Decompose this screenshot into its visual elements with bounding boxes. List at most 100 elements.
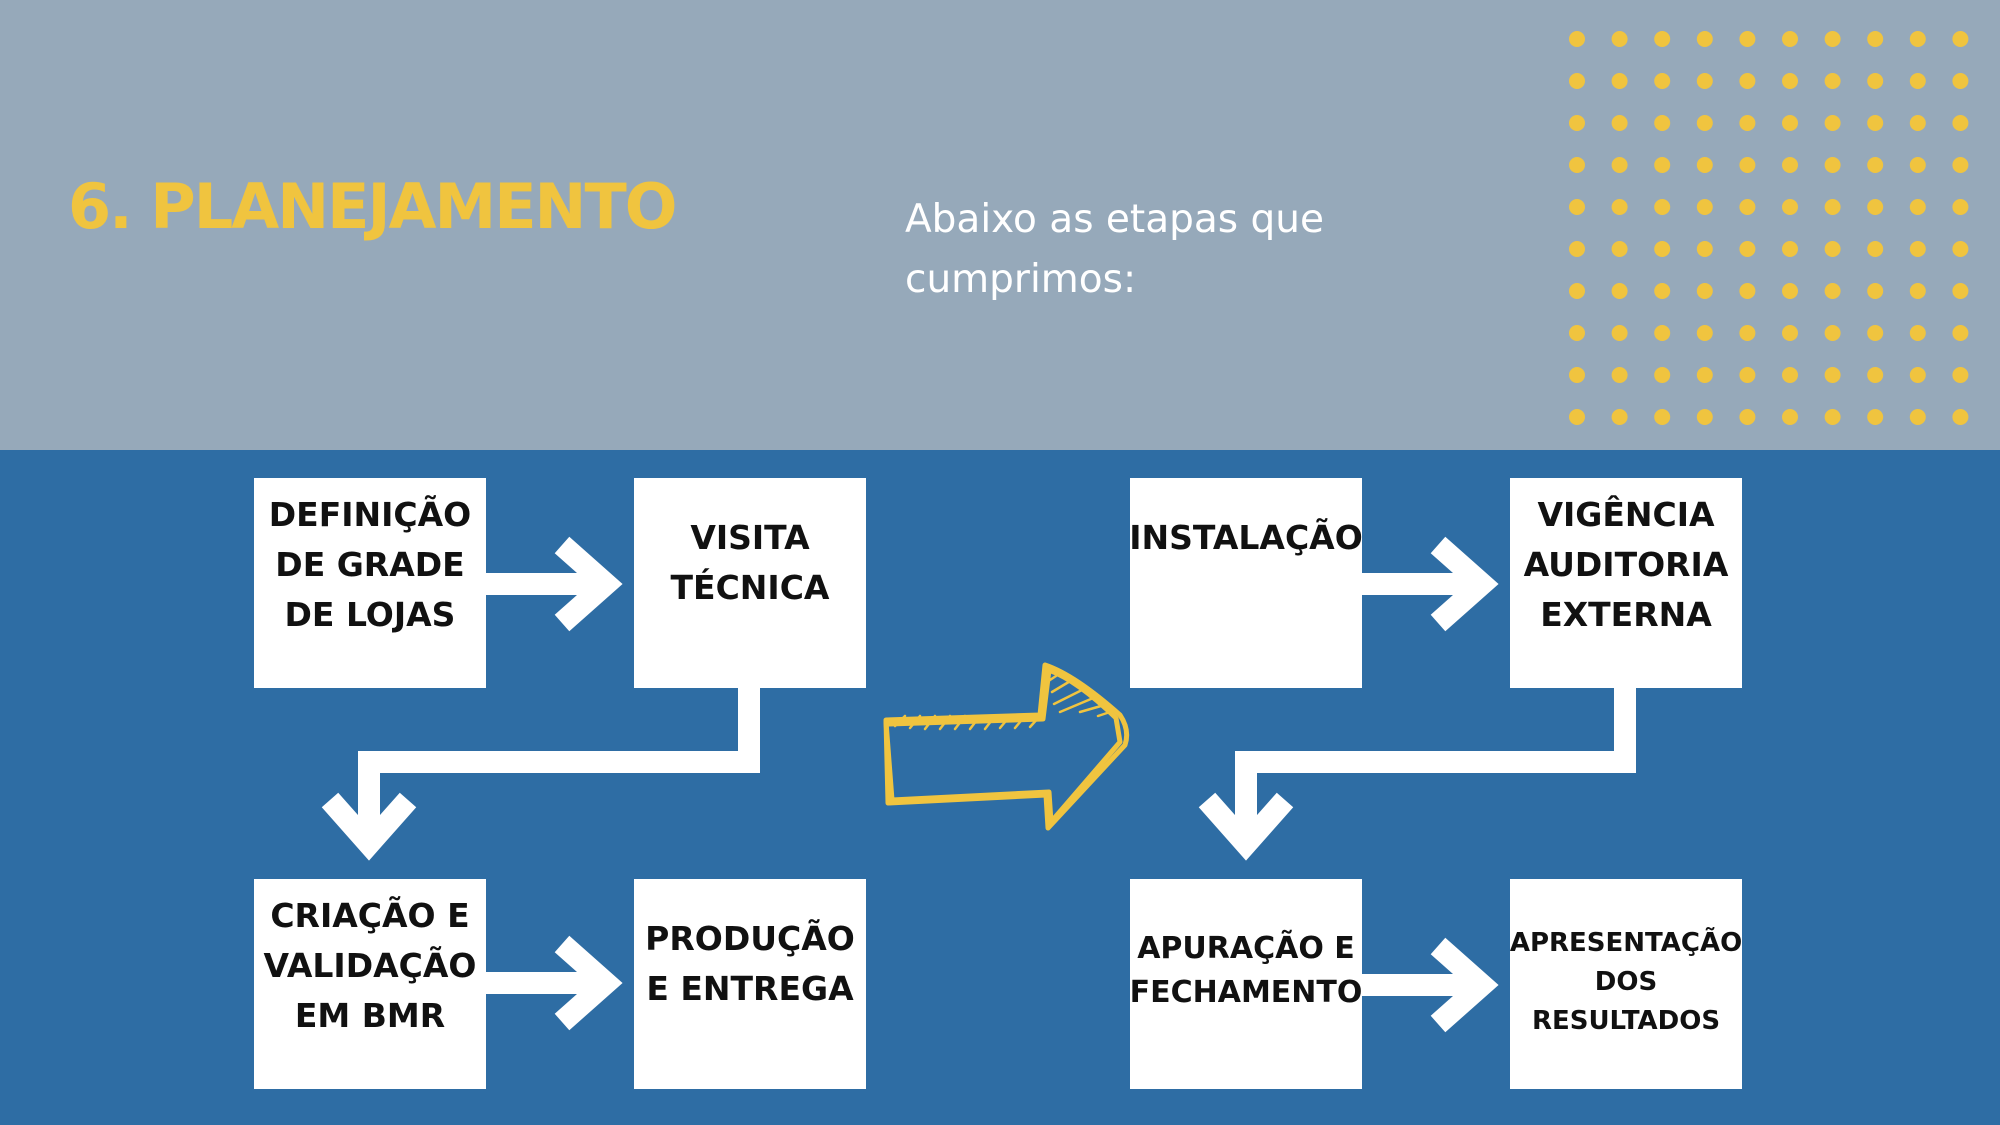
- decorative-dot: [1952, 325, 1969, 341]
- step-label: INSTALAÇÃO: [1129, 518, 1363, 557]
- decorative-dot: [1867, 283, 1884, 299]
- decorative-dot: [1782, 157, 1798, 173]
- decorative-dot: [1782, 325, 1798, 341]
- decorative-dot: [1867, 31, 1884, 47]
- decorative-dot: [1782, 73, 1798, 89]
- decorative-dot: [1739, 409, 1756, 425]
- decorative-dot: [1654, 157, 1671, 173]
- decorative-dot: [1824, 157, 1841, 173]
- decorative-dot: [1739, 283, 1756, 299]
- dot-grid-decoration: [1569, 31, 1969, 425]
- decorative-dot: [1867, 367, 1884, 383]
- step-label: PRODUÇÃO E ENTREGA: [645, 919, 855, 1008]
- step-label: VIGÊNCIA AUDITORIA EXTERNA: [1523, 495, 1729, 634]
- decorative-dot: [1569, 115, 1585, 131]
- decorative-dot: [1696, 31, 1713, 47]
- decorative-dot: [1569, 241, 1585, 257]
- decorative-dot: [1569, 283, 1585, 299]
- decorative-dot: [1611, 325, 1628, 341]
- decorative-dot: [1739, 73, 1756, 89]
- decorative-dot: [1824, 73, 1841, 89]
- decorative-dot: [1654, 283, 1671, 299]
- decorative-dot: [1909, 157, 1926, 173]
- decorative-dot: [1654, 409, 1671, 425]
- decorative-dot: [1867, 199, 1884, 215]
- decorative-dot: [1611, 73, 1628, 89]
- decorative-dot: [1611, 241, 1628, 257]
- step-criacao-validacao-bmr: CRIAÇÃO E VALIDAÇÃO EM BMR: [254, 879, 486, 1089]
- decorative-dot: [1739, 31, 1756, 47]
- decorative-dot: [1696, 241, 1713, 257]
- step-label: CRIAÇÃO E VALIDAÇÃO EM BMR: [263, 896, 477, 1035]
- decorative-dot: [1654, 31, 1671, 47]
- decorative-dot: [1611, 367, 1628, 383]
- decorative-dot: [1696, 73, 1713, 89]
- step-label: VISITA TÉCNICA: [670, 518, 830, 607]
- decorative-dot: [1867, 241, 1884, 257]
- decorative-dot: [1909, 199, 1926, 215]
- decorative-dot: [1867, 409, 1884, 425]
- decorative-dot: [1654, 367, 1671, 383]
- decorative-dot: [1611, 283, 1628, 299]
- decorative-dot: [1654, 199, 1671, 215]
- decorative-dot: [1654, 73, 1671, 89]
- decorative-dot: [1782, 199, 1798, 215]
- decorative-dot: [1611, 115, 1628, 131]
- arrow-right-icon: [486, 935, 623, 1031]
- decorative-dot: [1824, 325, 1841, 341]
- decorative-dot: [1782, 241, 1798, 257]
- decorative-dot: [1952, 199, 1969, 215]
- decorative-dot: [1824, 199, 1841, 215]
- decorative-dot: [1952, 241, 1969, 257]
- arrow-down-connector-left: [321, 688, 760, 861]
- arrow-right-icon: [1362, 937, 1499, 1033]
- decorative-dot: [1696, 115, 1713, 131]
- step-label: APRESENTAÇÃO DOS RESULTADOS: [1509, 928, 1743, 1036]
- decorative-dot: [1952, 115, 1969, 131]
- step-apresentacao-resultados: APRESENTAÇÃO DOS RESULTADOS: [1510, 879, 1742, 1089]
- decorative-dot: [1654, 325, 1671, 341]
- decorative-dot: [1782, 115, 1798, 131]
- decorative-dot: [1654, 115, 1671, 131]
- decorative-dot: [1569, 31, 1585, 47]
- arrow-right-icon: [1362, 536, 1499, 632]
- decorative-dot: [1952, 31, 1969, 47]
- decorative-dot: [1696, 283, 1713, 299]
- hand-drawn-arrow-icon: [883, 662, 1130, 831]
- decorative-dot: [1824, 409, 1841, 425]
- decorative-dot: [1739, 199, 1756, 215]
- decorative-dot: [1696, 157, 1713, 173]
- decorative-dot: [1696, 409, 1713, 425]
- intro-text: Abaixo as etapas que cumprimos:: [905, 197, 1324, 302]
- step-vigencia-auditoria-externa: VIGÊNCIA AUDITORIA EXTERNA: [1510, 478, 1742, 688]
- decorative-dot: [1739, 367, 1756, 383]
- decorative-dot: [1569, 367, 1585, 383]
- decorative-dot: [1569, 409, 1585, 425]
- decorative-dot: [1824, 367, 1841, 383]
- decorative-dot: [1909, 73, 1926, 89]
- decorative-dot: [1952, 157, 1969, 173]
- decorative-dot: [1739, 325, 1756, 341]
- decorative-dot: [1909, 367, 1926, 383]
- decorative-dot: [1782, 31, 1798, 47]
- decorative-dot: [1952, 73, 1969, 89]
- decorative-dot: [1654, 241, 1671, 257]
- decorative-dot: [1696, 325, 1713, 341]
- decorative-dot: [1909, 241, 1926, 257]
- decorative-dot: [1867, 157, 1884, 173]
- decorative-dot: [1611, 31, 1628, 47]
- decorative-dot: [1696, 367, 1713, 383]
- decorative-dot: [1952, 283, 1969, 299]
- decorative-dot: [1824, 115, 1841, 131]
- decorative-dot: [1824, 241, 1841, 257]
- decorative-dot: [1611, 157, 1628, 173]
- decorative-dot: [1611, 199, 1628, 215]
- decorative-dot: [1569, 157, 1585, 173]
- page-title: 6. PLANEJAMENTO: [68, 170, 677, 243]
- decorative-dot: [1952, 367, 1969, 383]
- step-visita-tecnica: VISITA TÉCNICA: [634, 478, 866, 688]
- decorative-dot: [1909, 283, 1926, 299]
- arrow-down-connector-right: [1198, 688, 1636, 861]
- decorative-dot: [1824, 31, 1841, 47]
